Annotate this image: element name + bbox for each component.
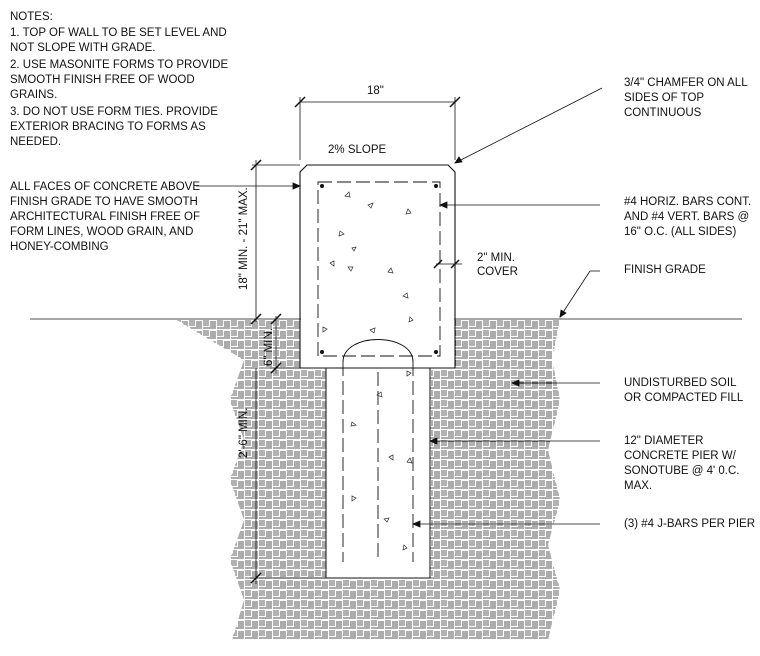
svg-text:12" DIAMETER: 12" DIAMETER bbox=[624, 435, 704, 447]
pier-depth-label: 2'-6" MIN. bbox=[238, 408, 250, 458]
concrete-wall bbox=[299, 164, 456, 369]
svg-text:SIDES OF TOP: SIDES OF TOP bbox=[624, 92, 704, 104]
svg-text:HONEY-COMBING: HONEY-COMBING bbox=[10, 241, 109, 253]
svg-text:OR COMPACTED FILL: OR COMPACTED FILL bbox=[624, 392, 744, 404]
note-line: SMOOTH FINISH FREE OF WOOD bbox=[10, 74, 195, 86]
note-line: 1. TOP OF WALL TO BE SET LEVEL AND bbox=[10, 27, 227, 39]
svg-text:#4 HORIZ. BARS CONT.: #4 HORIZ. BARS CONT. bbox=[624, 196, 751, 208]
aggregate-marks bbox=[322, 191, 414, 551]
pier-depth-dimension bbox=[250, 368, 326, 584]
pier-callout: 12" DIAMETER CONCRETE PIER W/ SONOTUBE @… bbox=[624, 435, 739, 492]
svg-text:CONTINUOUS: CONTINUOUS bbox=[624, 107, 702, 119]
leader-lines bbox=[196, 87, 603, 528]
note-line: 3. DO NOT USE FORM TIES. PROVIDE bbox=[10, 106, 218, 118]
chamfer-callout: 3/4" CHAMFER ON ALL SIDES OF TOP CONTINU… bbox=[624, 77, 748, 119]
wall-rebar-cage bbox=[317, 181, 441, 357]
finish-grade-label: FINISH GRADE bbox=[624, 264, 706, 276]
notes-title: NOTES: bbox=[10, 11, 53, 23]
svg-text:UNDISTURBED SOIL: UNDISTURBED SOIL bbox=[624, 377, 737, 389]
svg-text:ARCHITECTURAL FINISH FREE OF: ARCHITECTURAL FINISH FREE OF bbox=[10, 211, 200, 223]
svg-text:CONCRETE PIER W/: CONCRETE PIER W/ bbox=[624, 450, 737, 462]
svg-text:SONOTUBE @ 4' 0.C.: SONOTUBE @ 4' 0.C. bbox=[624, 465, 739, 477]
note-line: GRAINS. bbox=[10, 89, 57, 101]
note-line: NEEDED. bbox=[10, 136, 61, 148]
slope-label: 2% SLOPE bbox=[328, 144, 386, 156]
svg-text:3/4" CHAMFER ON ALL: 3/4" CHAMFER ON ALL bbox=[624, 77, 748, 89]
svg-text:FINISH GRADE TO HAVE SMOOTH: FINISH GRADE TO HAVE SMOOTH bbox=[10, 196, 198, 208]
svg-text:MAX.: MAX. bbox=[624, 480, 652, 492]
horizontal-bar-dots bbox=[320, 184, 438, 354]
concrete-faces-callout: ALL FACES OF CONCRETE ABOVE FINISH GRADE… bbox=[10, 181, 200, 253]
wall-height-dimension bbox=[250, 159, 300, 325]
j-bars-callout: (3) #4 J-BARS PER PIER bbox=[624, 518, 755, 530]
note-line: NOT SLOPE WITH GRADE. bbox=[10, 42, 155, 54]
wall-height-label: 18" MIN. - 21" MAX. bbox=[238, 187, 250, 290]
width-dimension bbox=[294, 96, 461, 160]
cover-dimension bbox=[433, 259, 462, 269]
cover-label: 2" MIN. bbox=[477, 252, 515, 264]
cover-label-2: COVER bbox=[477, 266, 518, 278]
svg-text:FORM LINES, WOOD GRAIN, AND: FORM LINES, WOOD GRAIN, AND bbox=[10, 226, 193, 238]
j-bar-hook bbox=[342, 339, 414, 363]
note-line: 2. USE MASONITE FORMS TO PROVIDE bbox=[10, 59, 228, 71]
embed-label: 6" MIN. bbox=[263, 328, 275, 366]
note-line: EXTERIOR BRACING TO FORMS AS bbox=[10, 121, 206, 133]
width-dimension-label: 18" bbox=[367, 85, 384, 97]
svg-text:AND #4 VERT. BARS @: AND #4 VERT. BARS @ bbox=[624, 211, 749, 223]
bars-callout: #4 HORIZ. BARS CONT. AND #4 VERT. BARS @… bbox=[624, 196, 751, 238]
embed-dimension bbox=[270, 313, 300, 374]
svg-text:ALL FACES OF CONCRETE ABOVE: ALL FACES OF CONCRETE ABOVE bbox=[10, 181, 200, 193]
svg-text:16" O.C. (ALL SIDES): 16" O.C. (ALL SIDES) bbox=[624, 226, 736, 238]
soil-callout: UNDISTURBED SOIL OR COMPACTED FILL bbox=[624, 377, 744, 404]
